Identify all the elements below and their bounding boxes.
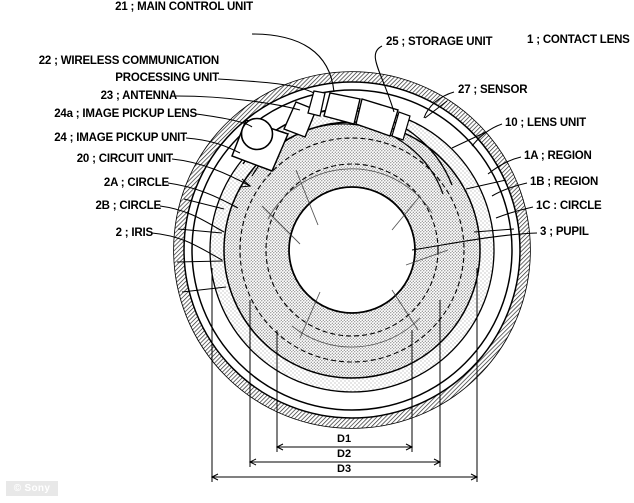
leader-circle-1c — [495, 206, 534, 219]
label-region-1a: 1A ; REGION — [524, 150, 592, 162]
leader-antenna — [175, 95, 301, 111]
image-pickup-lens-circle — [240, 117, 274, 151]
dimension-label-d2: D2 — [337, 448, 352, 460]
storage-unit-block — [355, 98, 399, 137]
dim-d2-arrow-r — [433, 458, 442, 466]
circle-2a — [239, 137, 465, 363]
leader-storage-unit — [374, 45, 395, 113]
dimension-lines — [210, 268, 479, 482]
contact-lens-inner-circle — [183, 81, 521, 419]
dim-d3-arrow-r — [470, 473, 479, 481]
label-lens-unit: 10 ; LENS UNIT — [505, 117, 586, 129]
circle-2b — [265, 163, 439, 337]
dim-d1-arrow-r — [405, 443, 414, 451]
leader-main-control-unit — [251, 33, 335, 93]
label-image-pickup-lens: 24a ; IMAGE PICKUP LENS — [54, 108, 197, 120]
label-storage-unit: 25 ; STORAGE UNIT — [386, 36, 493, 48]
main-control-unit-block — [323, 92, 361, 125]
leader-region-1a — [487, 156, 522, 175]
iris-radial-texture — [261, 169, 449, 339]
label-wireless-comm-line2: PROCESSING UNIT — [115, 72, 219, 84]
label-sensor: 27 ; SENSOR — [458, 84, 528, 96]
dim-d1-arrow-l — [275, 443, 284, 451]
leader-sensor — [423, 91, 455, 119]
label-image-pickup-unit: 24 ; IMAGE PICKUP UNIT — [54, 132, 187, 144]
leader-lens-unit — [471, 123, 503, 147]
dim-d3-arrow-l — [210, 473, 219, 481]
leader-image-pickup-unit — [185, 137, 241, 154]
leader-lines-left — [151, 33, 335, 261]
leader-lines-right — [374, 45, 538, 251]
sony-watermark: © Sony — [6, 481, 58, 496]
left-radial-marks — [176, 198, 227, 293]
pupil-circle — [288, 186, 416, 314]
sensor-marks — [424, 100, 515, 233]
leader-iris — [151, 232, 223, 261]
label-wireless-comm-line1: 22 ; WIRELESS COMMUNICATION — [38, 55, 220, 67]
label-antenna: 23 ; ANTENNA — [100, 90, 178, 102]
label-iris: 2 ; IRIS — [115, 227, 154, 239]
dim-d2-arrow-l — [248, 458, 257, 466]
iris-texture-arcs — [267, 168, 433, 348]
label-pupil: 3 ; PUPIL — [540, 226, 589, 238]
connector-block — [391, 111, 411, 141]
label-circle-2b: 2B ; CIRCLE — [95, 200, 161, 212]
wireless-comm-processing-block — [307, 90, 326, 117]
label-contact-lens: 1 ; CONTACT LENS — [527, 34, 630, 46]
leader-region-1b — [491, 182, 528, 197]
eye-assembly — [170, 68, 536, 434]
leader-wireless-comm — [217, 78, 315, 94]
circuit-unit-group — [231, 90, 453, 195]
label-region-1b: 1B ; REGION — [530, 176, 599, 188]
leader-pupil — [411, 232, 538, 251]
leader-image-pickup-lens — [195, 113, 253, 128]
label-circle-2a: 2A ; CIRCLE — [103, 177, 169, 189]
leader-circuit-unit-arrow — [239, 178, 252, 188]
dimension-label-d1: D1 — [337, 433, 352, 445]
label-circle-1c: 1C : CIRCLE — [536, 200, 602, 212]
leader-circle-2a — [167, 182, 239, 209]
label-main-control-unit: 21 ; MAIN CONTROL UNIT — [115, 1, 253, 13]
dimension-label-d3: D3 — [337, 463, 352, 475]
leader-circuit-unit — [171, 158, 251, 187]
leader-circle-2b — [159, 205, 225, 233]
label-circuit-unit: 20 ; CIRCUIT UNIT — [76, 153, 173, 165]
